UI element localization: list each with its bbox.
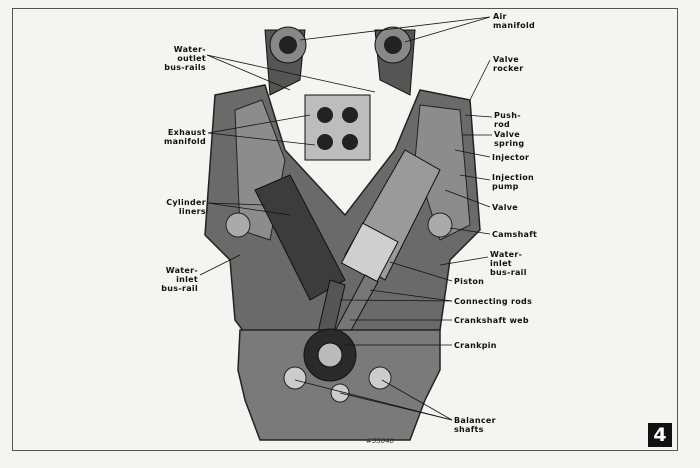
label-crankshaft-web: Crankshaft web — [454, 316, 529, 325]
label-crankpin: Crankpin — [454, 341, 497, 350]
label-connecting-rods: Connecting rods — [454, 297, 533, 306]
figure-border — [12, 8, 678, 451]
figure-number-badge: 4 — [648, 423, 672, 447]
label-injector: Injector — [492, 153, 530, 162]
label-push-rod: Push-rod — [494, 111, 521, 129]
drawing-serial-number: #53640 — [366, 437, 395, 445]
label-piston: Piston — [454, 277, 485, 286]
label-camshaft: Camshaft — [492, 230, 538, 239]
label-valve: Valve — [492, 203, 519, 212]
